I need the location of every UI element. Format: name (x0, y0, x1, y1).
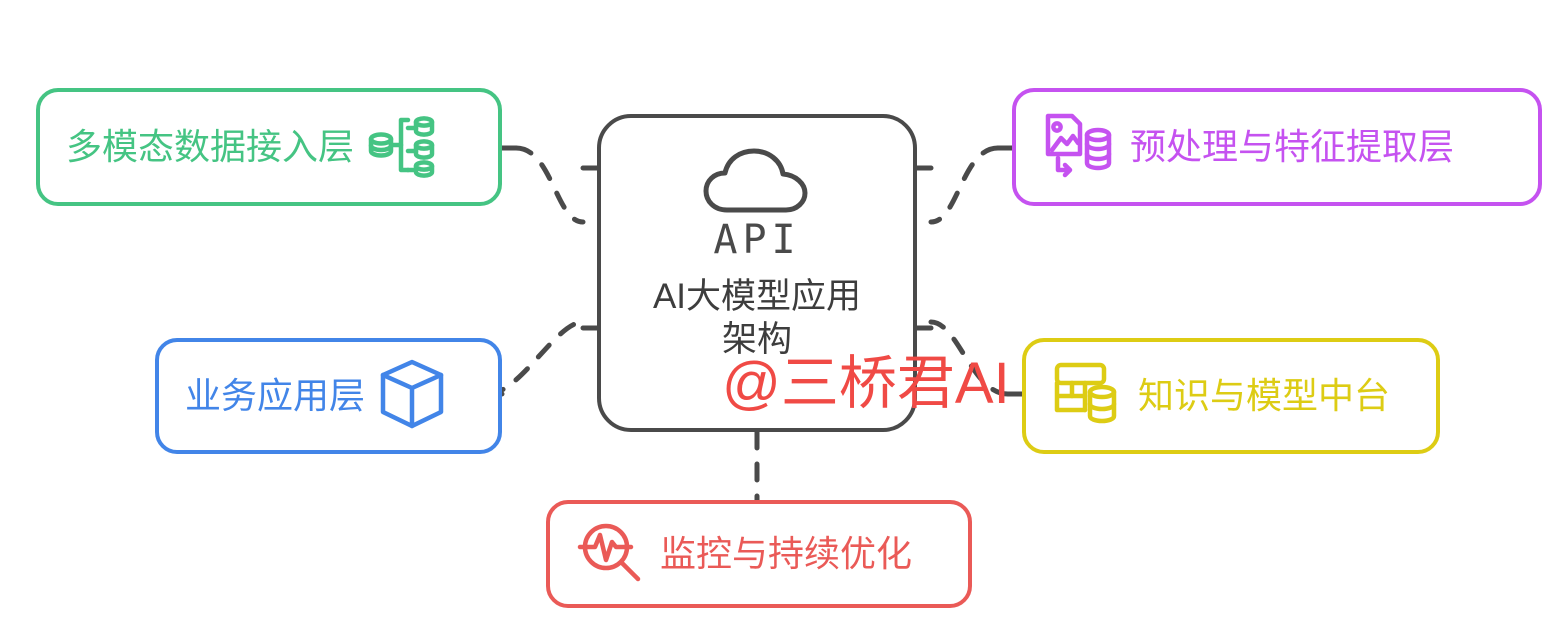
api-caption: API (713, 217, 801, 263)
edge-center-app (485, 319, 586, 397)
edge-center-ingest (513, 145, 586, 225)
node-business-application-layer[interactable]: 业务应用层 (155, 338, 502, 454)
node-label-business-application: 业务应用层 (185, 375, 366, 416)
watermark: @三桥君AI (722, 351, 1010, 416)
cube-box-icon (379, 358, 445, 435)
center-node-title: AI大模型应用架构 (652, 277, 862, 359)
cloud-icon (701, 146, 813, 216)
node-label-preprocessing: 预处理与特征提取层 (1130, 126, 1455, 167)
center-node[interactable]: API AI大模型应用架构 (597, 114, 917, 432)
node-preprocessing-feature-extraction-layer[interactable]: 预处理与特征提取层 (1012, 88, 1542, 206)
database-distribution-icon (368, 112, 442, 183)
node-data-ingestion-layer[interactable]: 多模态数据接入层 (36, 88, 502, 206)
node-label-knowledge-platform: 知识与模型中台 (1138, 375, 1391, 416)
pulse-magnifier-icon (576, 520, 646, 589)
image-to-database-icon (1042, 110, 1116, 185)
node-label-data-ingestion: 多模态数据接入层 (66, 126, 355, 167)
server-database-icon (1052, 360, 1124, 433)
node-monitoring-optimization[interactable]: 监控与持续优化 (546, 500, 972, 608)
node-label-monitoring: 监控与持续优化 (660, 533, 913, 574)
node-knowledge-model-platform[interactable]: 知识与模型中台 (1022, 338, 1440, 454)
edge-center-preproc (928, 145, 1001, 225)
